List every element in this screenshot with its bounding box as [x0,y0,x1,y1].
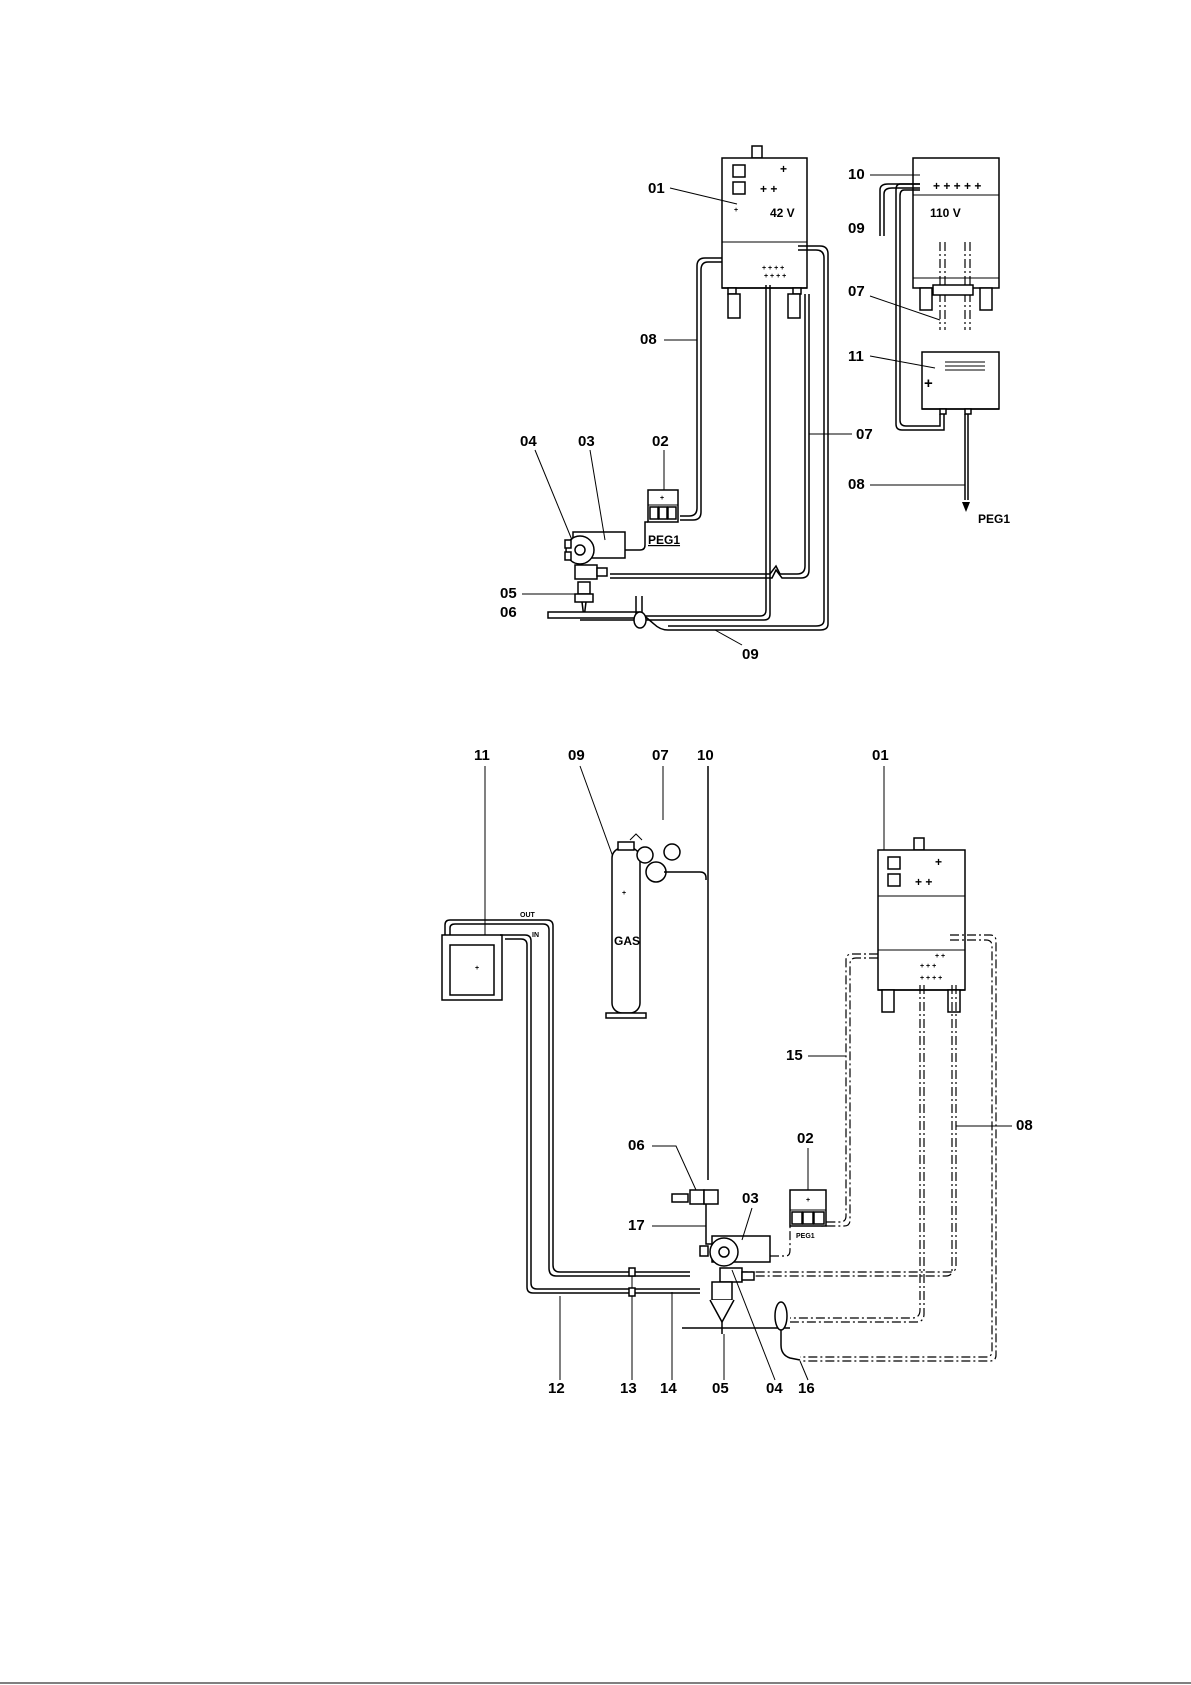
top-label-08a: 08 [640,331,657,348]
svg-text:+: + [475,965,479,972]
svg-text:+: + [935,855,942,869]
bottom-label-13: 13 [620,1380,637,1397]
svg-text:+ + + + +: + + + + + [933,179,981,193]
flow-meter [672,1190,718,1204]
remote-peg1-top: + [648,490,678,522]
bottom-label-16: 16 [798,1380,815,1397]
svg-text:+: + [780,162,787,176]
svg-text:+ + +: + + + [920,963,936,970]
bottom-label-06: 06 [628,1137,645,1154]
bottom-label-10: 10 [697,747,714,764]
gas-bottle: + [606,842,646,1018]
top-label-05: 05 [500,585,517,602]
cooler-unit: + [922,352,999,414]
bottom-label-07: 07 [652,747,669,764]
top-peg1-box: PEG1 [648,533,680,547]
top-label-07b: 07 [848,283,865,300]
bottom-peg1-box: PEG1 [796,1233,815,1240]
remote-peg1-bottom: + [790,1190,826,1226]
bottom-label-03: 03 [742,1190,759,1207]
top-voltage-110v: 110 V [930,206,961,220]
bottom-label-15: 15 [786,1047,803,1064]
bottom-label-05: 05 [712,1380,729,1397]
top-label-02: 02 [652,433,669,450]
top-label-03: 03 [578,433,595,450]
bottom-label-02: 02 [797,1130,814,1147]
top-label-07a: 07 [856,426,873,443]
bottom-label-08: 08 [1016,1117,1033,1134]
top-diagram: + + + + + + + + + + + + 01 42 V + + + + … [500,146,1010,663]
gas-regulator [630,834,706,882]
bottom-label-04: 04 [766,1380,783,1397]
svg-text:+ + + +: + + + + [764,273,786,280]
svg-text:+ + + +: + + + + [762,265,784,272]
svg-text:+ + + +: + + + + [920,975,942,982]
transformer-110v: + + + + + [913,158,999,330]
power-source-42v: + + + + + + + + + + + + [722,146,807,318]
svg-text:+: + [660,495,664,502]
bottom-in-label: IN [532,932,539,939]
top-label-09b: 09 [848,220,865,237]
top-label-10: 10 [848,166,865,183]
top-peg1-arrow: PEG1 [978,512,1010,526]
top-label-06: 06 [500,604,517,621]
bottom-label-17: 17 [628,1217,645,1234]
top-label-08b: 08 [848,476,865,493]
svg-text:+ +: + + [760,182,777,196]
bottom-label-09: 09 [568,747,585,764]
bottom-label-14: 14 [660,1380,677,1397]
bottom-label-12: 12 [548,1380,565,1397]
svg-text:+: + [622,890,626,897]
svg-text:+ +: + + [915,875,932,889]
top-label-01: 01 [648,180,665,197]
workpiece-top [548,612,640,618]
top-voltage-42v: 42 V [770,206,795,220]
svg-text:+: + [924,375,933,392]
svg-text:+ +: + + [935,953,945,960]
bottom-label-01: 01 [872,747,889,764]
svg-text:+: + [806,1197,810,1204]
top-label-04: 04 [520,433,537,450]
top-label-09a: 09 [742,646,759,663]
bottom-label-11: 11 [474,747,490,764]
bottom-diagram: 11 09 07 10 01 + OUT IN + GAS [442,747,1033,1397]
svg-text:+: + [734,207,738,214]
bottom-gas-label: GAS [614,934,640,948]
top-label-11: 11 [848,348,864,365]
cooler-unit-bottom: + [442,935,502,1000]
bottom-out-label: OUT [520,912,536,919]
